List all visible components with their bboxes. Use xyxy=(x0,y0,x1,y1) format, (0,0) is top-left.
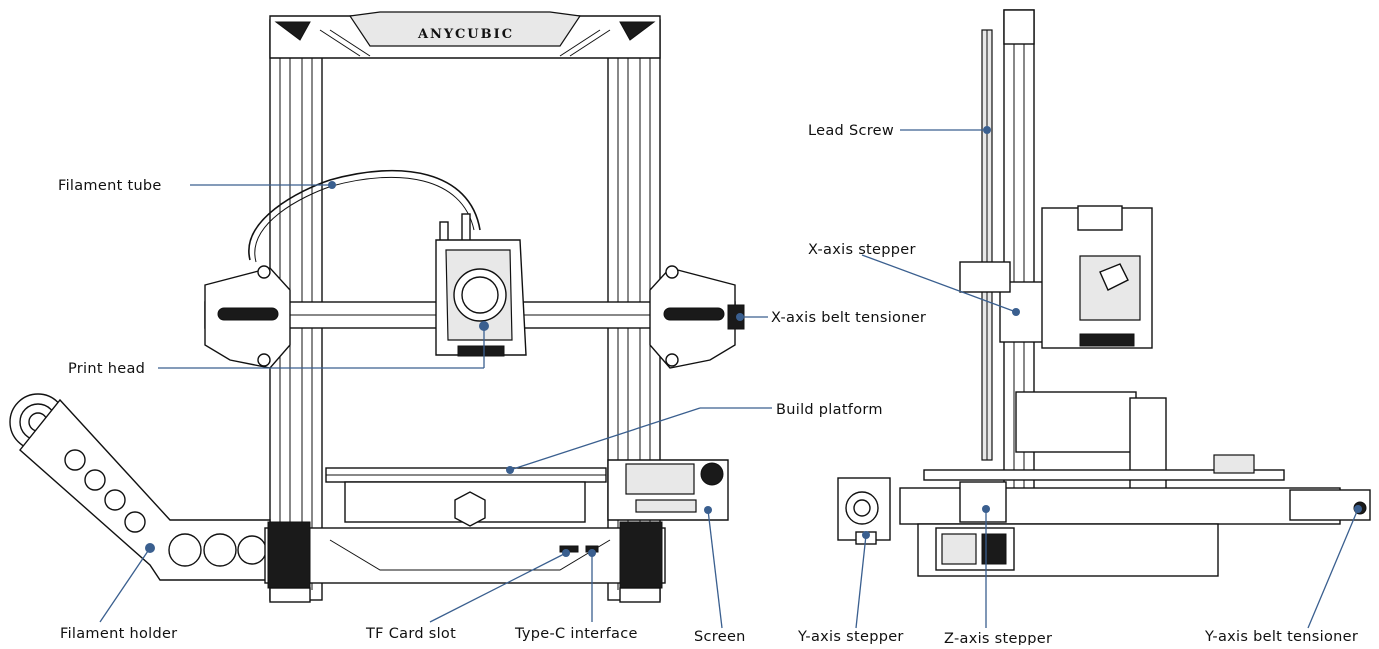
label-type-c-interface: Type-C interface xyxy=(514,626,638,642)
label-filament-tube: Filament tube xyxy=(58,178,162,194)
front-base xyxy=(264,521,666,603)
y-axis-stepper xyxy=(837,477,891,545)
labels: Filament tube Print head Filament holder… xyxy=(58,123,1358,647)
filament-tube xyxy=(248,169,481,261)
side-base xyxy=(899,481,1371,577)
label-y-axis-belt-tensioner: Y-axis belt tensioner xyxy=(1204,629,1358,645)
x-axis-stepper xyxy=(959,261,1045,343)
print-head xyxy=(435,213,527,357)
side-view-printer xyxy=(837,9,1371,629)
label-x-axis-stepper: X-axis stepper xyxy=(808,242,916,258)
side-print-head xyxy=(1041,205,1153,349)
front-view-printer: ANYCUBIC xyxy=(9,11,772,629)
label-lead-screw: Lead Screw xyxy=(808,123,894,139)
build-platform xyxy=(325,466,607,527)
label-screen: Screen xyxy=(694,629,746,645)
screen-unit xyxy=(607,459,729,521)
label-filament-holder: Filament holder xyxy=(60,626,177,642)
label-y-axis-stepper: Y-axis stepper xyxy=(797,629,904,645)
label-z-axis-stepper: Z-axis stepper xyxy=(944,631,1052,645)
label-print-head: Print head xyxy=(68,361,145,377)
filament-holder-arm xyxy=(9,393,271,581)
brand-logo: ANYCUBIC xyxy=(417,27,514,42)
frame-top-beam: ANYCUBIC xyxy=(269,11,661,59)
label-build-platform: Build platform xyxy=(776,402,883,418)
label-tf-card-slot: TF Card slot xyxy=(365,626,456,642)
label-x-axis-belt-tensioner: X-axis belt tensioner xyxy=(771,310,926,326)
